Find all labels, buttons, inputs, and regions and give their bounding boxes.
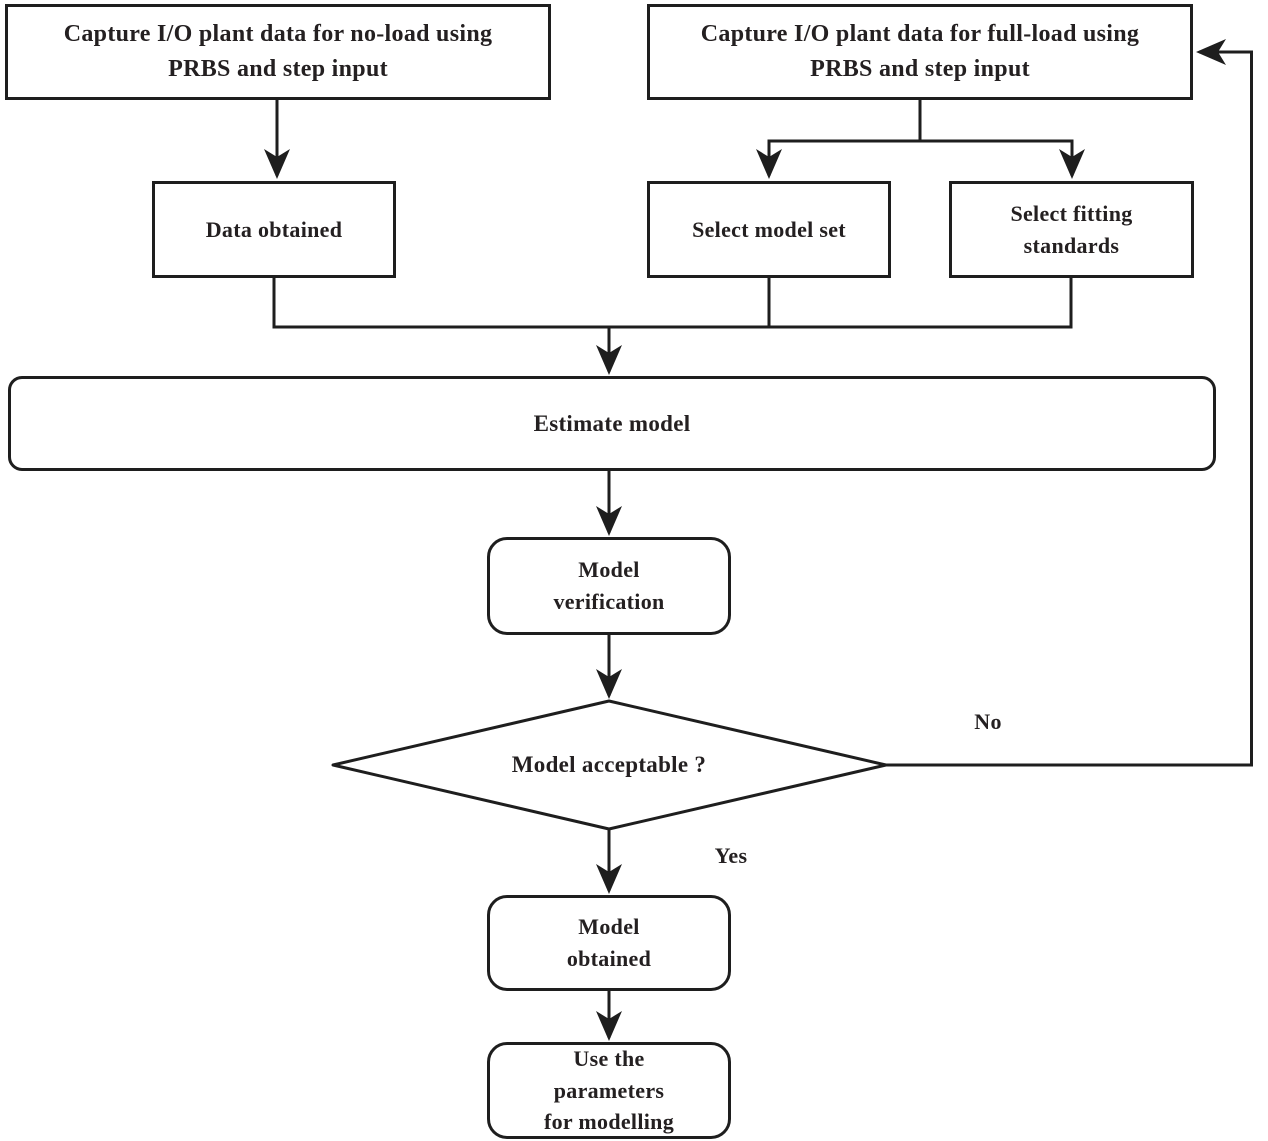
node-capture-no-load: Capture I/O plant data for no-load using… xyxy=(5,4,551,100)
node-data-obtained: Data obtained xyxy=(152,181,396,278)
edge-label-yes: Yes xyxy=(714,843,748,868)
node-model-verification: Model verification xyxy=(487,537,731,635)
node-use-parameters: Use the parameters for modelling xyxy=(487,1042,731,1139)
decision-diamond-shape xyxy=(331,699,888,831)
edge-no-feedback xyxy=(886,39,1253,767)
node-capture-full-load: Capture I/O plant data for full-load usi… xyxy=(647,4,1193,100)
node-select-model-set: Select model set xyxy=(647,181,891,278)
node-select-fitting-standards: Select fitting standards xyxy=(949,181,1194,278)
node-estimate-model: Estimate model xyxy=(8,376,1216,471)
node-model-obtained: Model obtained xyxy=(487,895,731,991)
node-model-acceptable-label: Model acceptable ? xyxy=(511,752,707,777)
edge-label-no: No xyxy=(974,709,1002,734)
